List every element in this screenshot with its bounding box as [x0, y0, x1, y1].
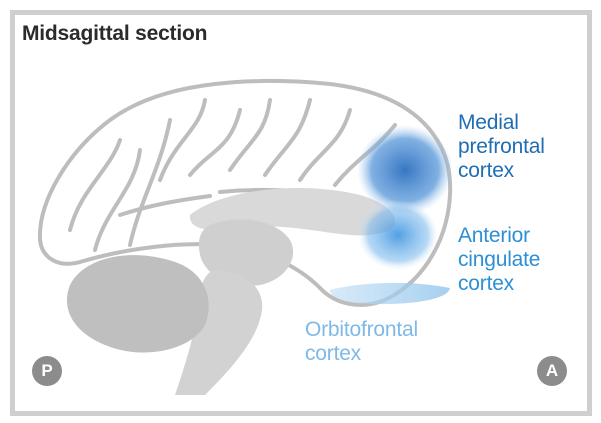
region-anterior-cingulate — [358, 200, 438, 270]
label-line: cingulate — [458, 248, 540, 272]
label-medial-prefrontal-cortex: Medial prefrontal cortex — [458, 111, 545, 183]
label-line: prefrontal — [458, 135, 545, 159]
label-line: cortex — [305, 342, 418, 366]
label-line: Medial — [458, 111, 545, 135]
label-line: cortex — [458, 159, 545, 183]
label-orbitofrontal-cortex: Orbitofrontal cortex — [305, 318, 418, 366]
label-anterior-cingulate-cortex: Anterior cingulate cortex — [458, 224, 540, 296]
posterior-badge: P — [32, 356, 62, 386]
label-line: cortex — [458, 272, 540, 296]
cerebellum — [67, 255, 209, 352]
label-line: Anterior — [458, 224, 540, 248]
label-line: Orbitofrontal — [305, 318, 418, 342]
anterior-badge: A — [537, 356, 567, 386]
